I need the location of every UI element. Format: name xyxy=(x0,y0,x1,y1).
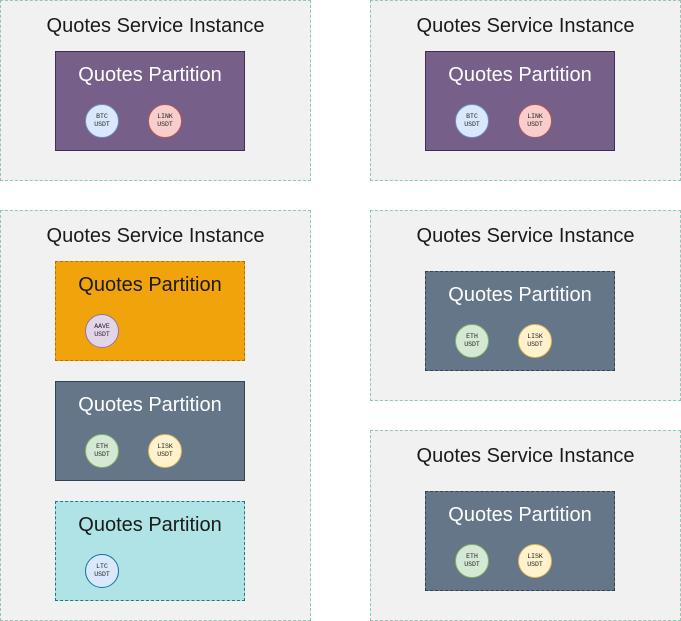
coin-quote: USDT xyxy=(94,121,110,128)
quotes-partition: Quotes Partition BTC USDT LINK USDT xyxy=(425,51,615,151)
coin-quote: USDT xyxy=(94,331,110,338)
partition-title: Quotes Partition xyxy=(448,64,592,86)
quotes-partition: Quotes Partition ETH USDT LISK USDT xyxy=(425,271,615,371)
coin-aave-usdt: AAVE USDT xyxy=(85,314,119,348)
quotes-partition: Quotes Partition BTC USDT LINK USDT xyxy=(55,51,245,151)
quotes-service-instance: Quotes Service Instance Quotes Partition… xyxy=(370,0,681,181)
coin-quote: USDT xyxy=(157,121,173,128)
coin-quote: USDT xyxy=(527,561,543,568)
quotes-service-instance: Quotes Service Instance Quotes Partition… xyxy=(0,210,311,621)
coin-btc-usdt: BTC USDT xyxy=(85,104,119,138)
coin-btc-usdt: BTC USDT xyxy=(455,104,489,138)
partition-title: Quotes Partition xyxy=(78,394,222,416)
coin-quote: USDT xyxy=(527,341,543,348)
quotes-partition: Quotes Partition LTC USDT xyxy=(55,501,245,601)
coin-symbol: LTC xyxy=(96,563,108,570)
coin-quote: USDT xyxy=(94,571,110,578)
coin-symbol: LINK xyxy=(527,113,543,120)
coin-eth-usdt: ETH USDT xyxy=(455,544,489,578)
quotes-service-instance: Quotes Service Instance Quotes Partition… xyxy=(370,430,681,621)
coin-quote: USDT xyxy=(157,451,173,458)
instance-title: Quotes Service Instance xyxy=(46,225,265,247)
quotes-partition: Quotes Partition ETH USDT LISK USDT xyxy=(425,491,615,591)
coin-eth-usdt: ETH USDT xyxy=(85,434,119,468)
coin-quote: USDT xyxy=(94,451,110,458)
coin-symbol: LISK xyxy=(527,333,543,340)
coin-lisk-usdt: LISK USDT xyxy=(518,324,552,358)
coin-link-usdt: LINK USDT xyxy=(148,104,182,138)
coin-eth-usdt: ETH USDT xyxy=(455,324,489,358)
coin-quote: USDT xyxy=(464,121,480,128)
coin-symbol: LISK xyxy=(157,443,173,450)
coin-symbol: ETH xyxy=(96,443,108,450)
coin-quote: USDT xyxy=(527,121,543,128)
coin-symbol: LISK xyxy=(527,553,543,560)
coin-symbol: LINK xyxy=(157,113,173,120)
coin-symbol: AAVE xyxy=(94,323,110,330)
instance-title: Quotes Service Instance xyxy=(416,15,635,37)
quotes-service-instance: Quotes Service Instance Quotes Partition… xyxy=(0,0,311,181)
coin-symbol: ETH xyxy=(466,333,478,340)
quotes-service-instance: Quotes Service Instance Quotes Partition… xyxy=(370,210,681,401)
coin-lisk-usdt: LISK USDT xyxy=(148,434,182,468)
coin-link-usdt: LINK USDT xyxy=(518,104,552,138)
partition-title: Quotes Partition xyxy=(448,284,592,306)
coin-symbol: BTC xyxy=(466,113,478,120)
coin-symbol: ETH xyxy=(466,553,478,560)
coin-quote: USDT xyxy=(464,561,480,568)
coin-quote: USDT xyxy=(464,341,480,348)
partition-title: Quotes Partition xyxy=(78,514,222,536)
quotes-partition: Quotes Partition ETH USDT LISK USDT xyxy=(55,381,245,481)
quotes-partition: Quotes Partition AAVE USDT xyxy=(55,261,245,361)
instance-title: Quotes Service Instance xyxy=(46,15,265,37)
partition-title: Quotes Partition xyxy=(448,504,592,526)
instance-title: Quotes Service Instance xyxy=(416,225,635,247)
coin-lisk-usdt: LISK USDT xyxy=(518,544,552,578)
coin-symbol: BTC xyxy=(96,113,108,120)
partition-title: Quotes Partition xyxy=(78,64,222,86)
partition-title: Quotes Partition xyxy=(78,274,222,296)
coin-ltc-usdt: LTC USDT xyxy=(85,554,119,588)
instance-title: Quotes Service Instance xyxy=(416,445,635,467)
